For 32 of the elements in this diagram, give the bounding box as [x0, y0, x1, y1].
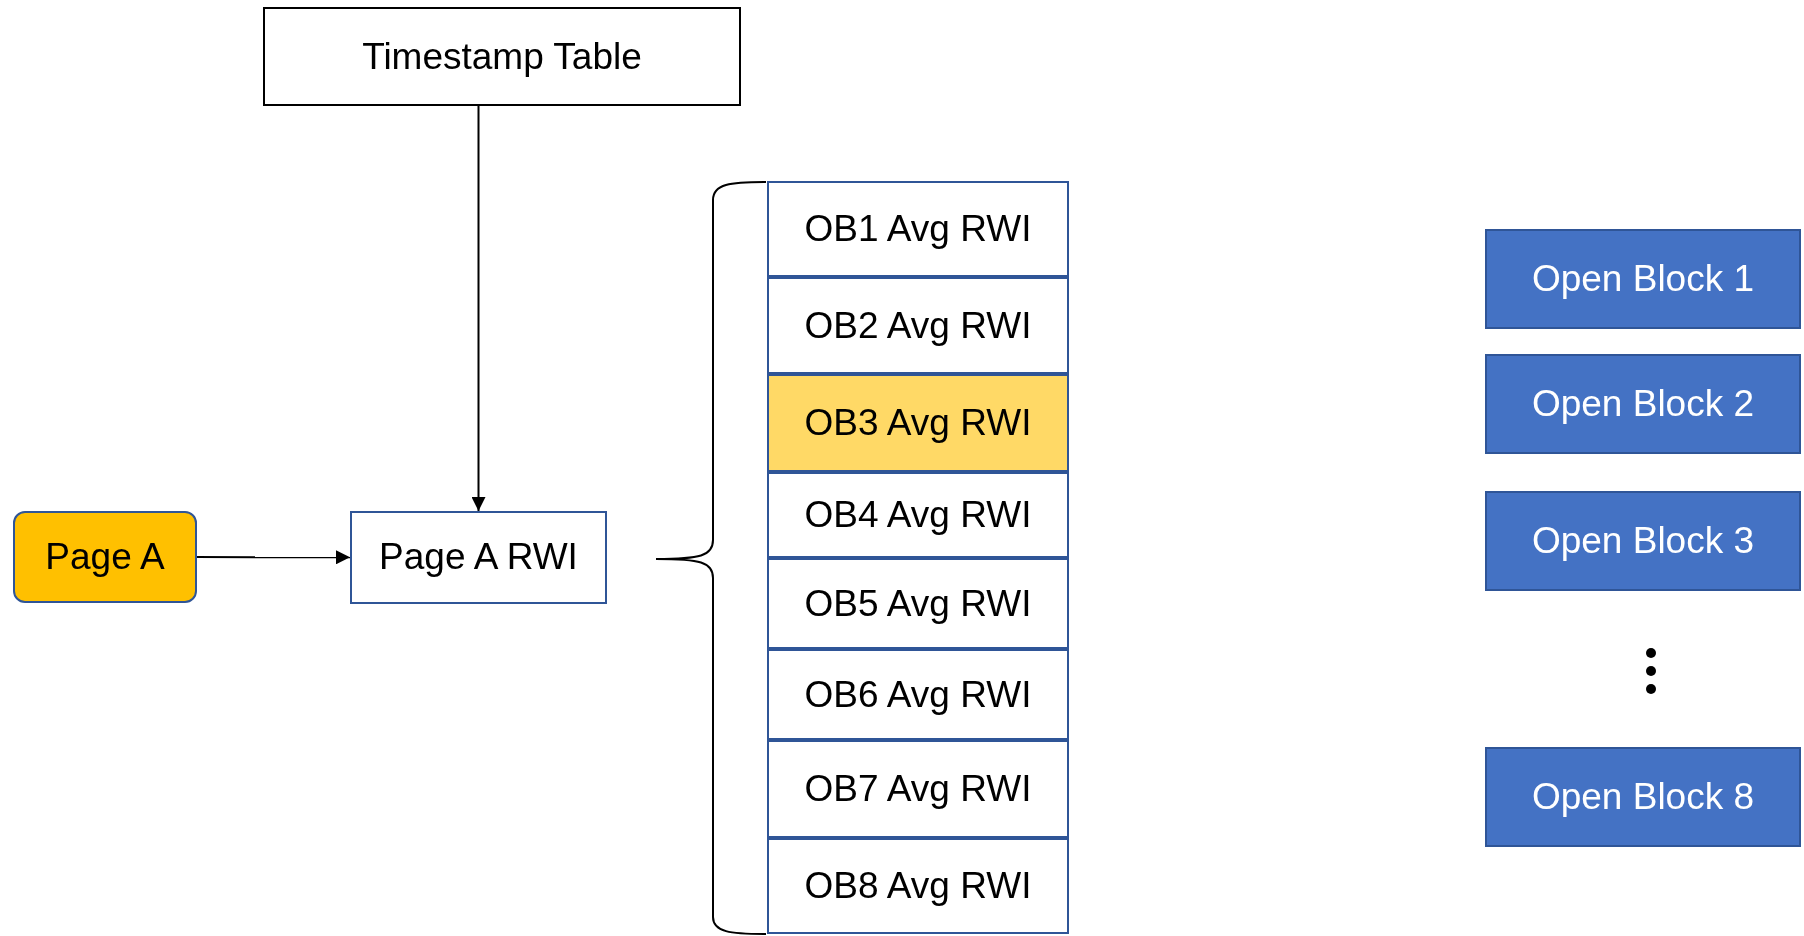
table-row: [767, 649, 1069, 740]
node-label: Page A RWI: [379, 538, 578, 577]
node-label: OB3 Avg RWI: [804, 401, 1032, 446]
table-row: [767, 374, 1069, 472]
arrow: [196, 550, 351, 565]
node-label: Open Block 3: [1531, 519, 1755, 564]
table-row: [767, 181, 1069, 277]
node-label: OB5 Avg RWI: [804, 581, 1032, 626]
table-row: [767, 277, 1069, 374]
block-box: [1485, 229, 1801, 329]
node-label: Timestamp Table: [362, 34, 642, 79]
node-label: OB1 Avg RWI: [804, 207, 1032, 252]
node-label: Open Block 8: [1531, 775, 1755, 820]
table-row: [767, 472, 1069, 558]
block-box: [1485, 747, 1801, 847]
arrow: [471, 105, 486, 512]
table-row: [767, 558, 1069, 649]
node-label: OB2 Avg RWI: [804, 303, 1032, 348]
page-box: [13, 511, 197, 603]
table-row: [767, 740, 1069, 838]
block-box: [1485, 354, 1801, 454]
node-label: Open Block 2: [1531, 382, 1755, 427]
node-label: Page A: [45, 535, 165, 580]
node-label: OB8 Avg RWI: [804, 864, 1032, 909]
node-label: Open Block 1: [1531, 257, 1755, 302]
table-box: [263, 7, 741, 106]
node-label: OB6 Avg RWI: [804, 672, 1032, 717]
process-box: [350, 511, 607, 604]
block-box: [1485, 491, 1801, 591]
node-label: OB4 Avg RWI: [804, 493, 1032, 538]
table-row: [767, 838, 1069, 934]
node-label: OB7 Avg RWI: [804, 767, 1032, 812]
